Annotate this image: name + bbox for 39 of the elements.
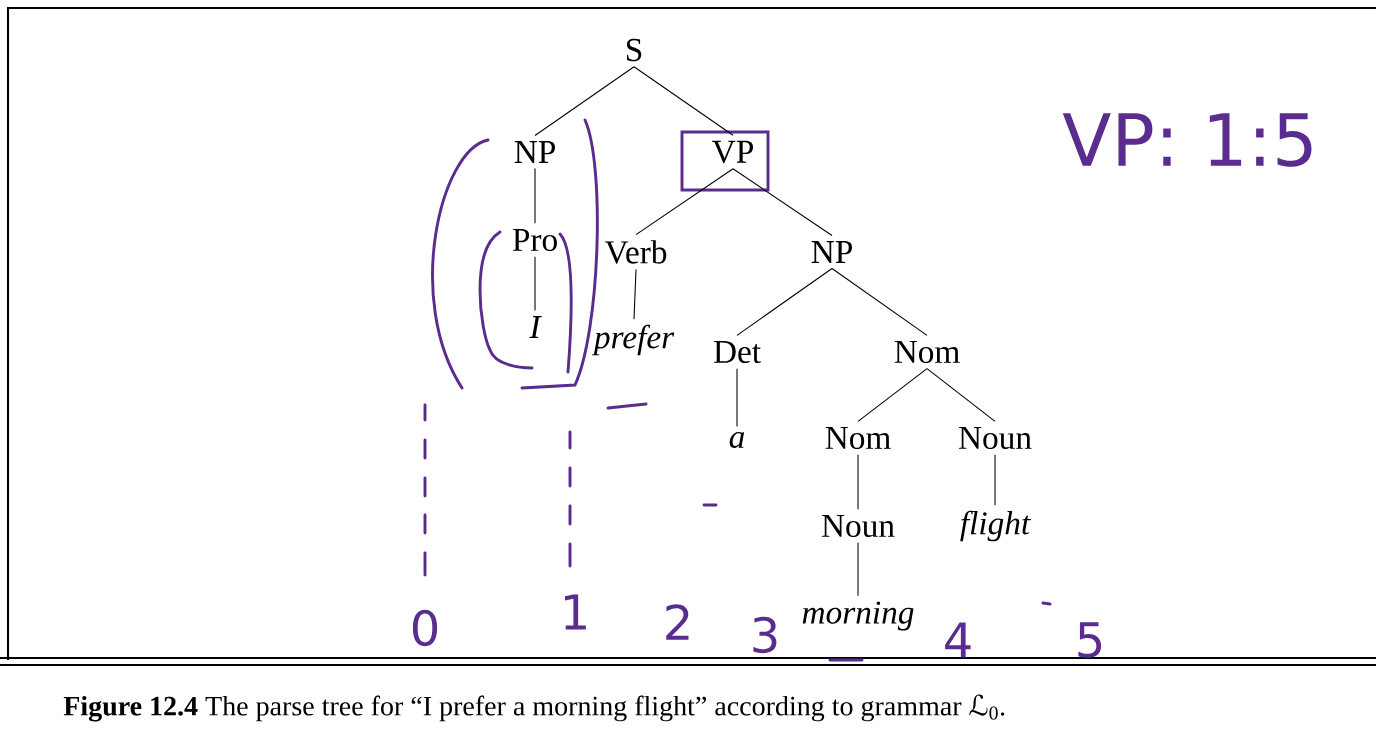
tree-label: NP	[514, 141, 555, 163]
tree-label: Verb	[604, 240, 667, 264]
handwritten-label: 5	[1078, 622, 1102, 658]
tree-label: Nom	[825, 426, 891, 450]
tree-branch	[857, 542, 859, 597]
tree-label: Nom	[894, 340, 960, 364]
tree-label: Noun	[958, 426, 1032, 450]
tree-branch	[635, 168, 734, 236]
tree-branch	[857, 368, 928, 422]
tree-branch	[534, 256, 536, 312]
handwritten-label: 3	[753, 616, 777, 654]
tree-branch	[857, 454, 859, 510]
word-label: a	[729, 432, 745, 448]
word-label: flight	[960, 510, 1031, 542]
tree-branch	[633, 268, 637, 320]
word-label: prefer	[591, 324, 675, 356]
handwritten-label: 4	[945, 622, 971, 658]
tree-branch	[831, 268, 928, 336]
tree-branch	[994, 454, 996, 506]
tree-branch	[534, 168, 536, 224]
tree-branch	[736, 368, 738, 427]
tree-label: VP	[712, 140, 753, 164]
handwritten-label: VP: 1:5	[1062, 113, 1312, 167]
tree-label: NP	[811, 241, 852, 263]
tree-branch	[736, 268, 833, 336]
tree-label: S	[627, 38, 642, 62]
tree-branch	[534, 66, 635, 137]
figure-caption: Figure 12.4 The parse tree for “I prefer a morning flight” according to grammar ℒ$_{0}$.	[63, 694, 1005, 722]
word-label: morning	[802, 601, 914, 631]
tree-label: Det	[713, 340, 761, 364]
word-label: I	[529, 316, 542, 338]
tree-label: Noun	[821, 514, 895, 538]
handwritten-label: 2	[666, 604, 689, 640]
tree-branch	[633, 66, 734, 136]
tree-branch	[926, 368, 996, 422]
handwritten-label: 0	[412, 609, 438, 647]
tree-label: Pro	[512, 228, 557, 252]
tree-branch	[732, 168, 833, 237]
handwritten-label: 1	[565, 594, 586, 630]
